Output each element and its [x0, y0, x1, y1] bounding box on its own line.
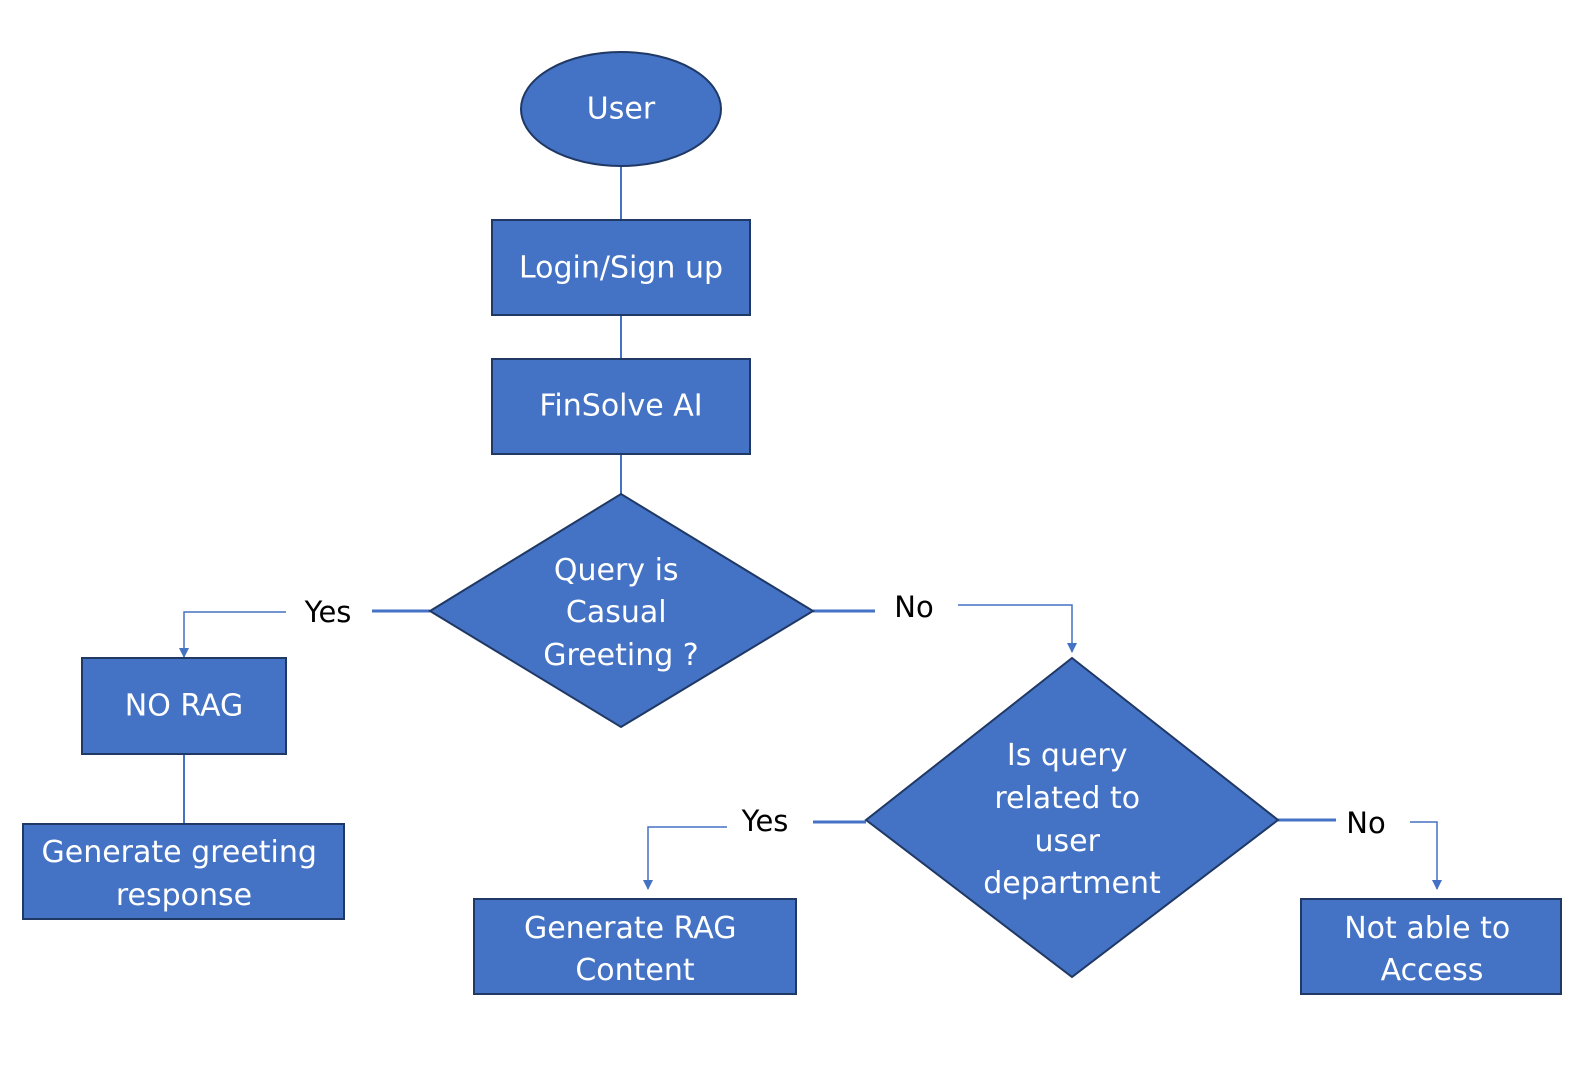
casual-decision-line-3: Greeting ? [543, 638, 698, 673]
node-no-access-label: Not able to Access [1344, 911, 1520, 988]
node-no-rag: NO RAG [81, 657, 287, 755]
connector-casual-no-arrow [958, 604, 1077, 653]
node-no-access: Not able to Access [1300, 898, 1562, 995]
node-login-label: Login/Sign up [519, 251, 723, 286]
node-rag-content-label: Generate RAG Content [524, 911, 746, 988]
node-department-decision: Is query related to user department [864, 656, 1280, 979]
no-access-line-1: Not able to [1344, 911, 1510, 946]
node-casual-decision-label: Query is Casual Greeting ? [543, 553, 698, 673]
rag-content-line-2: Content [575, 953, 695, 988]
greeting-response-line-2: response [116, 878, 252, 913]
node-greeting-response: Generate greeting response [22, 823, 345, 920]
node-user: User [520, 51, 722, 167]
node-finsolve: FinSolve AI [491, 358, 751, 455]
connectors [179, 167, 1442, 890]
rag-content-line-1: Generate RAG [524, 911, 737, 946]
department-decision-line-1: Is query [1007, 738, 1128, 773]
node-greeting-response-label: Generate greeting response [42, 835, 327, 913]
greeting-response-line-1: Generate greeting [42, 835, 317, 870]
node-login: Login/Sign up [491, 219, 751, 316]
department-decision-line-2: related to [994, 781, 1140, 816]
connector-department-no-arrow [1410, 821, 1442, 890]
node-no-rag-label: NO RAG [125, 689, 243, 724]
edge-label-department-no: No [1346, 806, 1385, 840]
edge-label-casual-yes: Yes [304, 595, 352, 629]
connector-department-yes-arrow [643, 826, 727, 890]
edge-label-casual-no: No [894, 590, 933, 624]
node-casual-decision: Query is Casual Greeting ? [428, 492, 815, 729]
node-rag-content: Generate RAG Content [473, 898, 797, 995]
no-access-line-2: Access [1381, 953, 1484, 988]
department-decision-line-4: department [983, 866, 1161, 901]
department-decision-line-3: user [1035, 824, 1101, 859]
casual-decision-line-2: Casual [566, 595, 667, 630]
node-department-decision-label: Is query related to user department [983, 738, 1161, 901]
edge-label-department-yes: Yes [741, 804, 789, 838]
casual-decision-line-1: Query is [554, 553, 679, 588]
connector-casual-yes-arrow [179, 611, 286, 658]
node-finsolve-label: FinSolve AI [539, 389, 702, 424]
node-user-label: User [587, 92, 656, 127]
